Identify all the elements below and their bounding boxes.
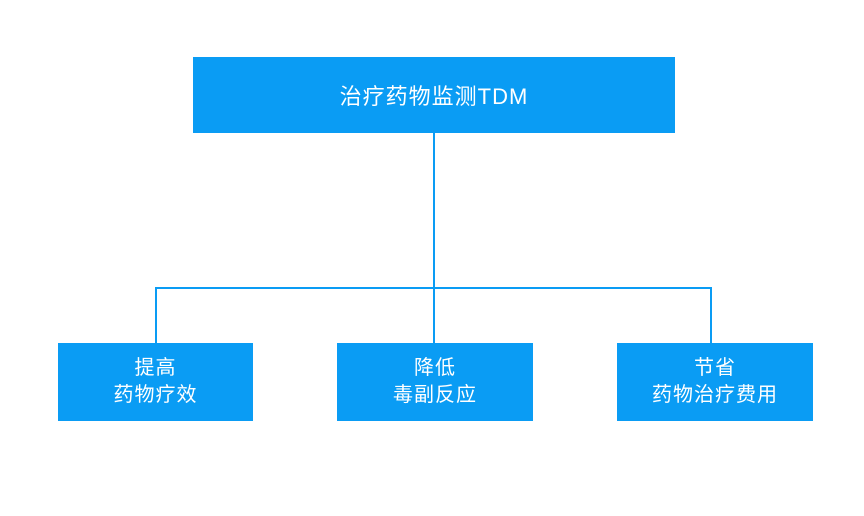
connector-horizontal-rail (155, 287, 712, 289)
node-save-cost-line1: 节省 (694, 357, 736, 379)
node-tdm-root: 治疗药物监测TDM (193, 57, 675, 133)
connector-root-stem (433, 133, 435, 289)
node-improve-efficacy-line2: 药物疗效 (113, 384, 198, 406)
node-reduce-toxicity-line1: 降低 (414, 357, 456, 379)
node-reduce-toxicity: 降低 毒副反应 (337, 343, 533, 421)
node-save-cost: 节省 药物治疗费用 (617, 343, 813, 421)
node-improve-efficacy: 提高 药物疗效 (58, 343, 253, 421)
connector-drop-right (710, 289, 712, 343)
connector-drop-middle (433, 289, 435, 343)
node-reduce-toxicity-line2: 毒副反应 (393, 384, 477, 406)
node-tdm-root-label: 治疗药物监测TDM (339, 84, 529, 109)
connector-drop-left (155, 289, 157, 343)
node-improve-efficacy-line1: 提高 (134, 357, 177, 379)
node-save-cost-line2: 药物治疗费用 (652, 384, 778, 406)
